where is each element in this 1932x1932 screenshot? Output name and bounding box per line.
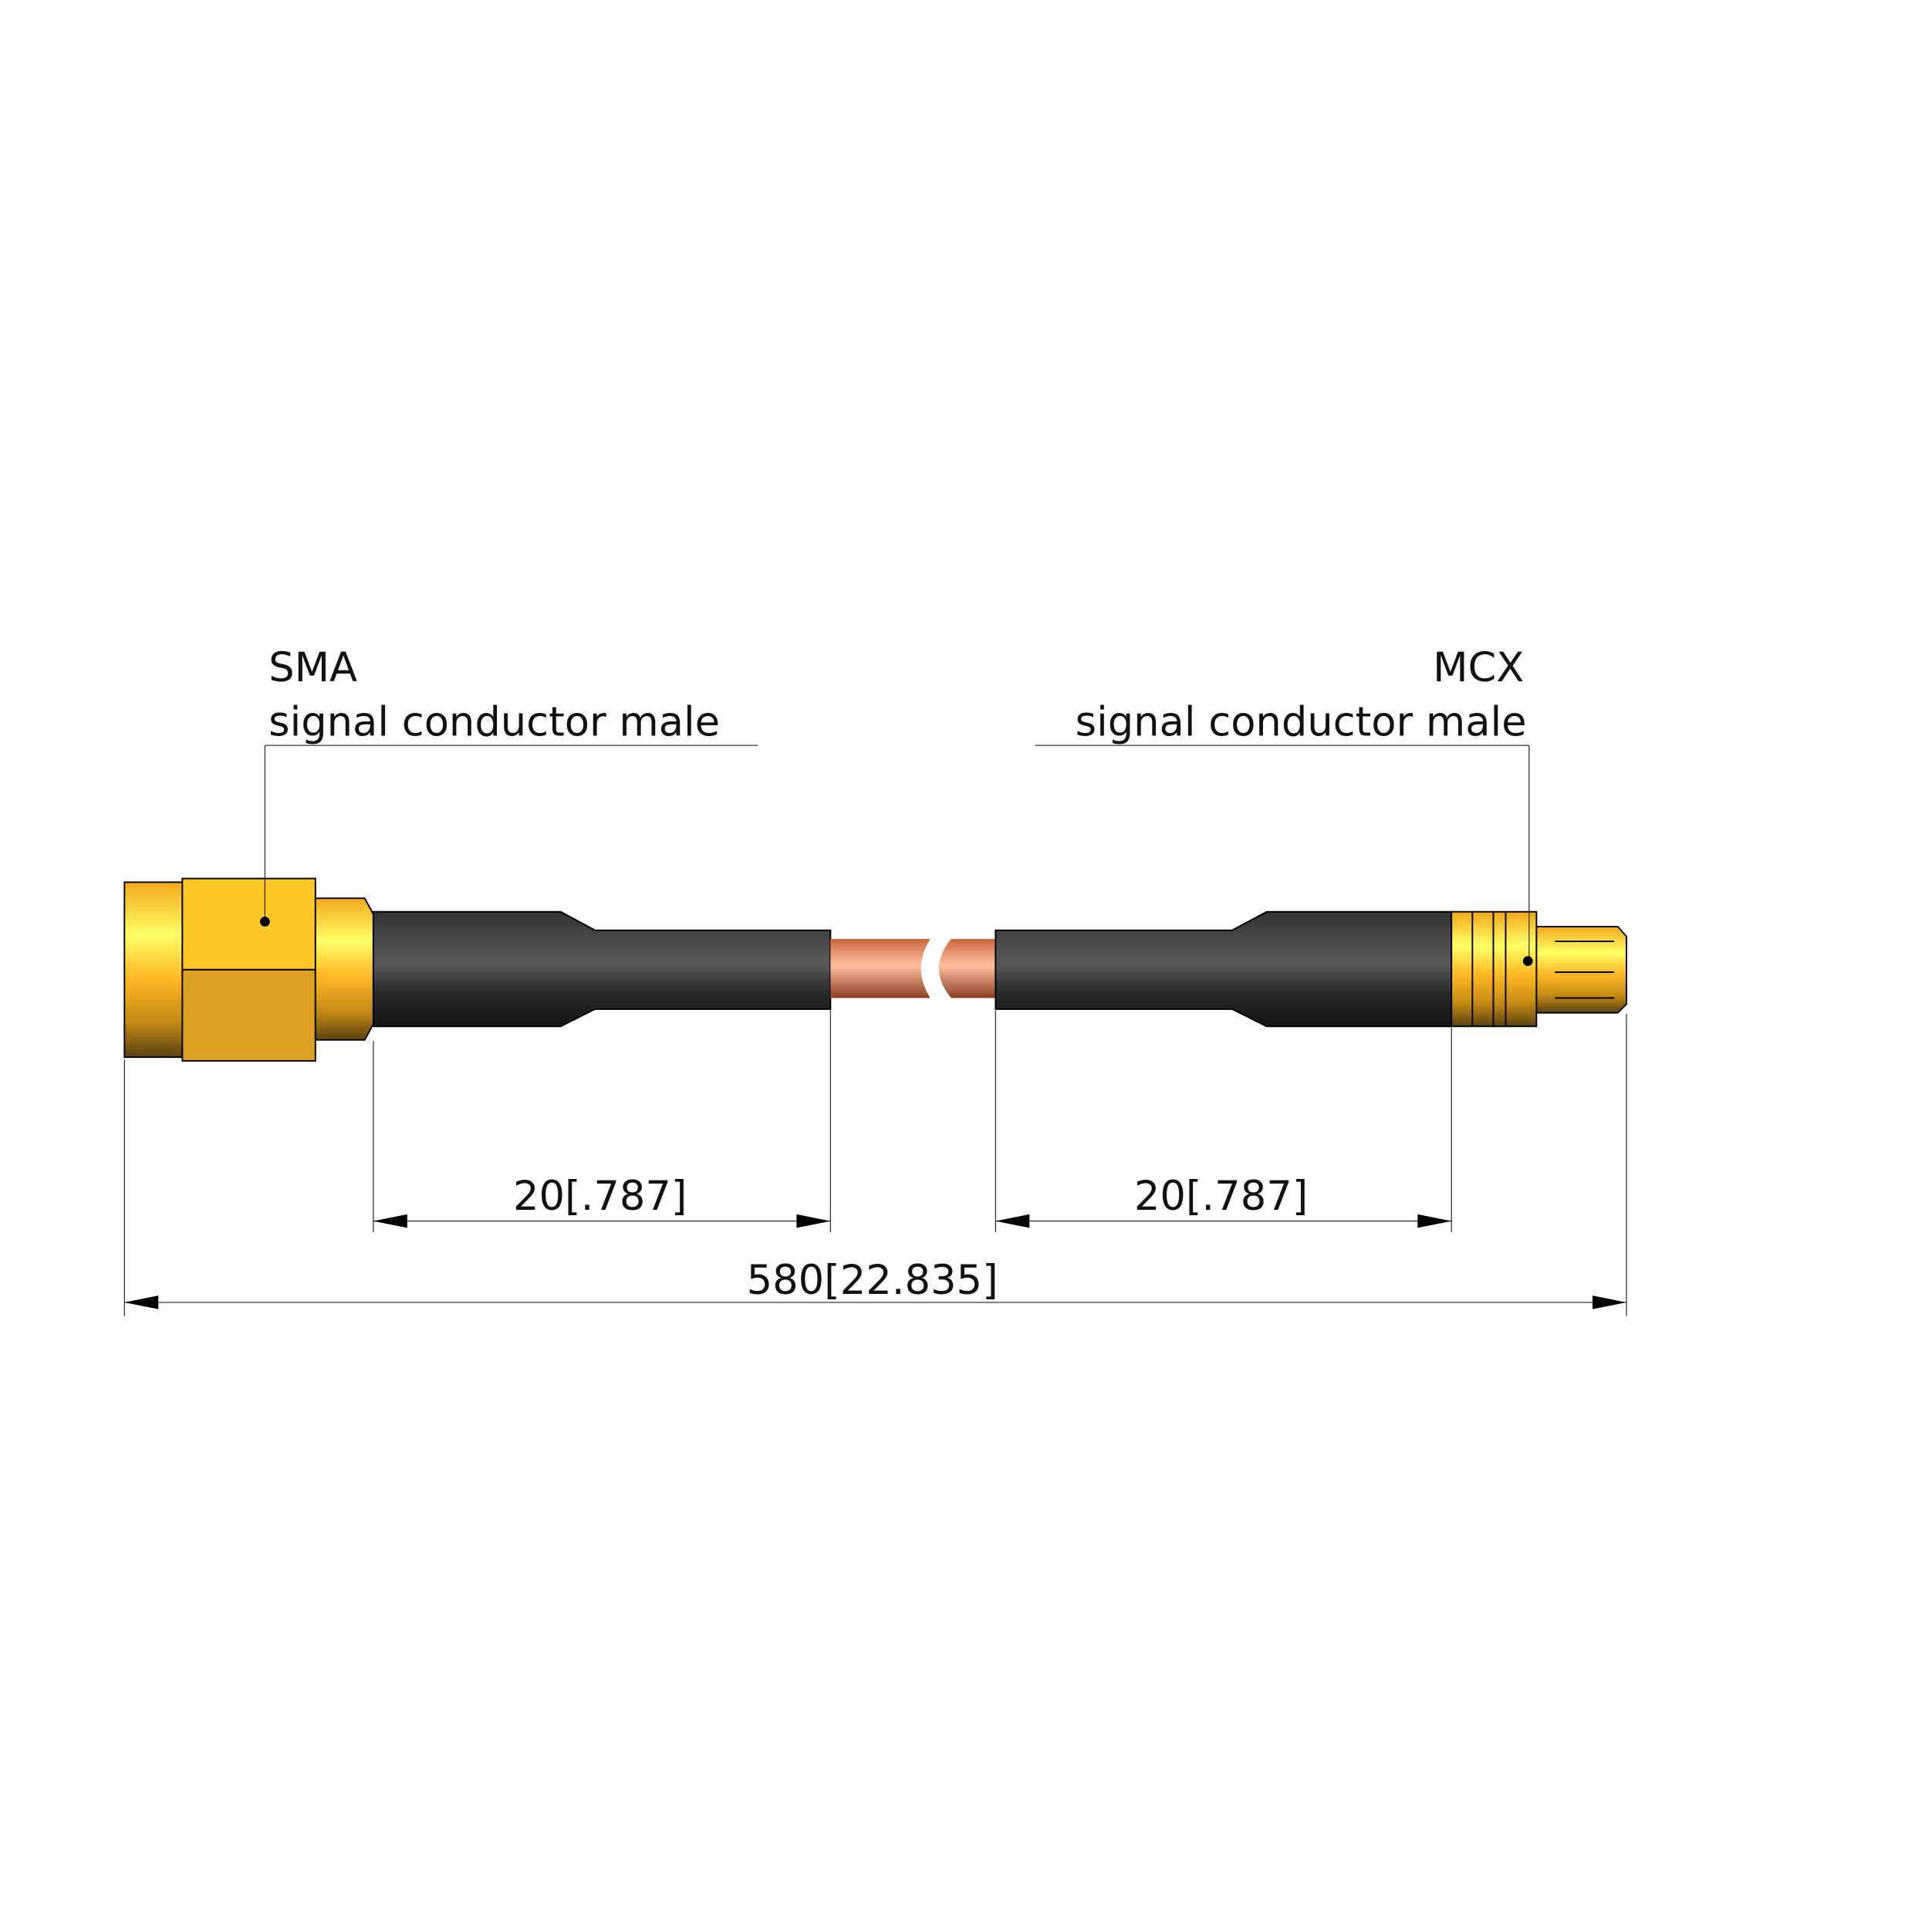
mcx-type-label: MCX [1433, 644, 1524, 691]
mcx-connector [1451, 910, 1627, 1028]
extension-lines [123, 1010, 1627, 1316]
left-cable-boot [372, 910, 832, 1028]
sma-hex-nut-top [181, 877, 316, 971]
mcx-tip [1535, 925, 1627, 1014]
sma-coupling-front [123, 881, 184, 1059]
sma-back-ring [314, 897, 374, 1041]
right-boot-dimension: 20[.787] [1134, 1173, 1308, 1220]
sma-leader-dot [259, 917, 270, 927]
cable-copper-right [938, 938, 996, 998]
left-boot-dimension: 20[.787] [513, 1173, 687, 1220]
sma-description-label: signal conductor male [269, 698, 720, 745]
mcx-ring [1492, 910, 1538, 1028]
sma-leader [259, 745, 758, 927]
mcx-leader-dot [1522, 956, 1533, 966]
sma-type-label: SMA [269, 644, 357, 691]
cable-copper-left [830, 938, 931, 998]
mcx-description-label: signal conductor male [1076, 698, 1527, 745]
sma-connector [123, 877, 374, 1062]
sma-hex-nut-bottom [181, 968, 316, 1062]
overall-length-dimension: 580[22.835] [747, 1257, 998, 1304]
mcx-leader [1035, 745, 1533, 966]
right-cable-boot [995, 910, 1453, 1028]
